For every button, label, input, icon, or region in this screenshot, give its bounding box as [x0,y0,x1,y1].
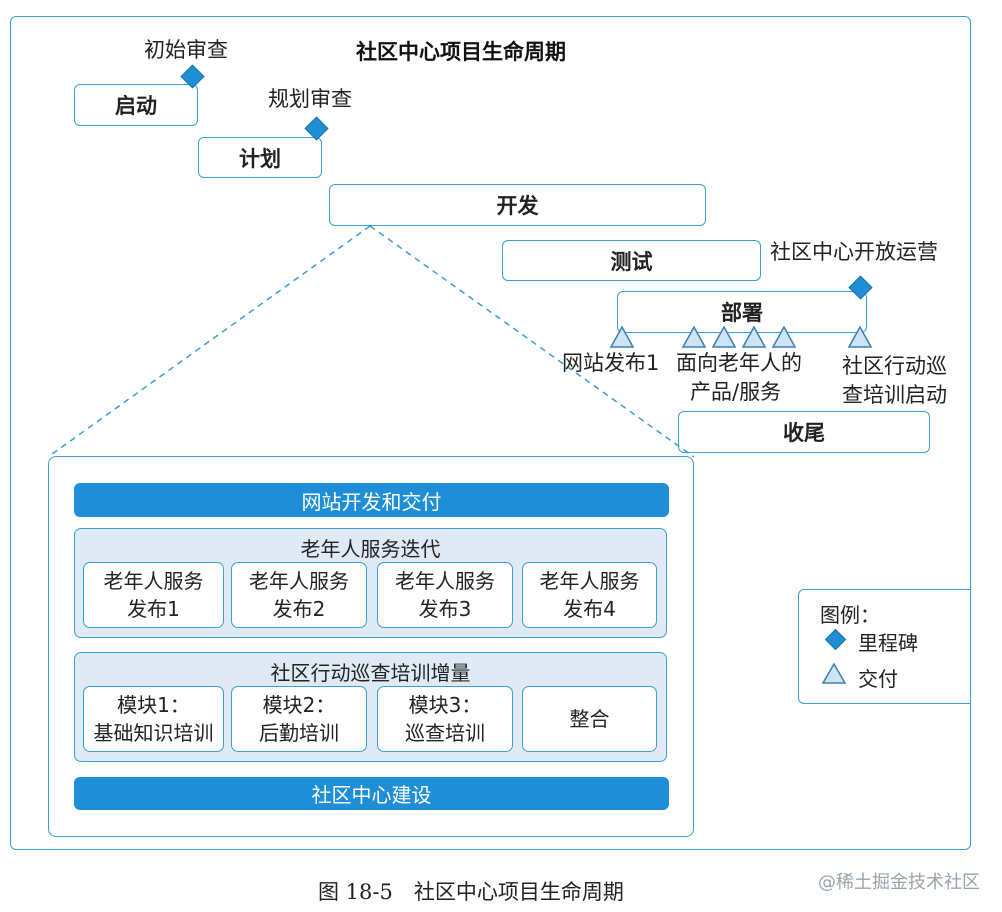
card-line-1: 老年人服务 [249,569,349,593]
training-module-card: 模块3： 巡查培训 [377,686,513,752]
phase-deploy: 部署 [617,291,867,333]
elderly-release-card: 老年人服务 发布3 [377,562,513,628]
delivery-patrol-label-1: 社区行动巡 [842,354,947,378]
card-line-1: 模块2： [262,693,336,717]
card-line-1: 老年人服务 [395,569,495,593]
delivery-triangle-icon [609,325,635,348]
card-line-1: 老年人服务 [539,569,640,593]
phase-close: 收尾 [678,411,930,453]
card-line-2: 发布2 [272,597,326,621]
phase-plan: 计划 [198,137,322,178]
delivery-triangle-icon [711,325,737,348]
phase-test-label: 测试 [610,249,653,274]
delivery-triangle-icon [771,325,797,348]
card-line-2: 发布3 [418,597,472,621]
card-line-2: 巡查培训 [405,721,485,745]
phase-plan-label: 计划 [239,146,281,171]
card-line-1: 老年人服务 [103,569,204,593]
elderly-release-card: 老年人服务 发布4 [522,562,657,628]
legend-milestone-label: 里程碑 [858,631,918,655]
expand-line-left [47,225,371,458]
delivery-website-label: 网站发布1 [562,351,660,375]
delivery-elderly-label-2: 产品/服务 [690,380,782,404]
training-module-card: 模块1： 基础知识培训 [83,686,224,752]
card-line-2: 后勤培训 [259,721,339,745]
integration-card: 整合 [522,686,657,752]
delivery-triangle-icon [681,325,707,348]
milestone-planning-review-label: 规划审查 [268,87,352,111]
card-line-1: 模块1： [117,693,190,717]
card-line-2: 发布4 [563,597,616,621]
lifecycle-frame [10,16,971,850]
phase-develop: 开发 [329,184,706,226]
card-line-1: 模块3： [408,693,482,717]
website-delivery-bar: 网站开发和交付 [74,483,669,517]
training-module-card: 模块2： 后勤培训 [231,686,367,752]
milestone-center-open-label: 社区中心开放运营 [770,240,938,264]
patrol-training-title: 社区行动巡查培训增量 [270,661,471,685]
phase-deploy-label: 部署 [721,301,763,325]
card-line-2: 发布1 [127,597,180,621]
card-line-1: 整合 [569,707,610,731]
legend-box [798,589,970,704]
phase-close-label: 收尾 [783,421,825,445]
legend-title: 图例： [820,603,880,627]
figure-caption: 图 18-5 社区中心项目生命周期 [318,880,624,904]
construction-bar: 社区中心建设 [74,777,669,810]
legend-delivery-label: 交付 [858,667,898,691]
delivery-elderly-label-1: 面向老年人的 [676,351,802,375]
elderly-iteration-title: 老年人服务迭代 [300,537,441,561]
legend-delivery-icon [821,662,847,684]
website-delivery-bar-label: 网站开发和交付 [301,489,442,514]
milestone-initial-review-label: 初始审查 [144,38,228,62]
watermark: @稀土掘金技术社区 [818,872,980,893]
development-detail-panel [48,456,694,837]
phase-initiate: 启动 [74,84,198,126]
expand-line-right [369,225,695,458]
delivery-patrol-label-2: 查培训启动 [842,383,947,407]
delivery-triangle-icon [847,325,873,348]
elderly-release-card: 老年人服务 发布1 [83,562,224,628]
elderly-release-card: 老年人服务 发布2 [231,562,367,628]
delivery-triangle-icon [741,325,767,348]
card-line-2: 基础知识培训 [93,721,214,745]
phase-develop-label: 开发 [496,194,539,218]
construction-bar-label: 社区中心建设 [311,783,432,807]
phase-initiate-label: 启动 [115,94,157,118]
phase-test: 测试 [502,240,761,281]
diagram-title: 社区中心项目生命周期 [356,40,566,64]
